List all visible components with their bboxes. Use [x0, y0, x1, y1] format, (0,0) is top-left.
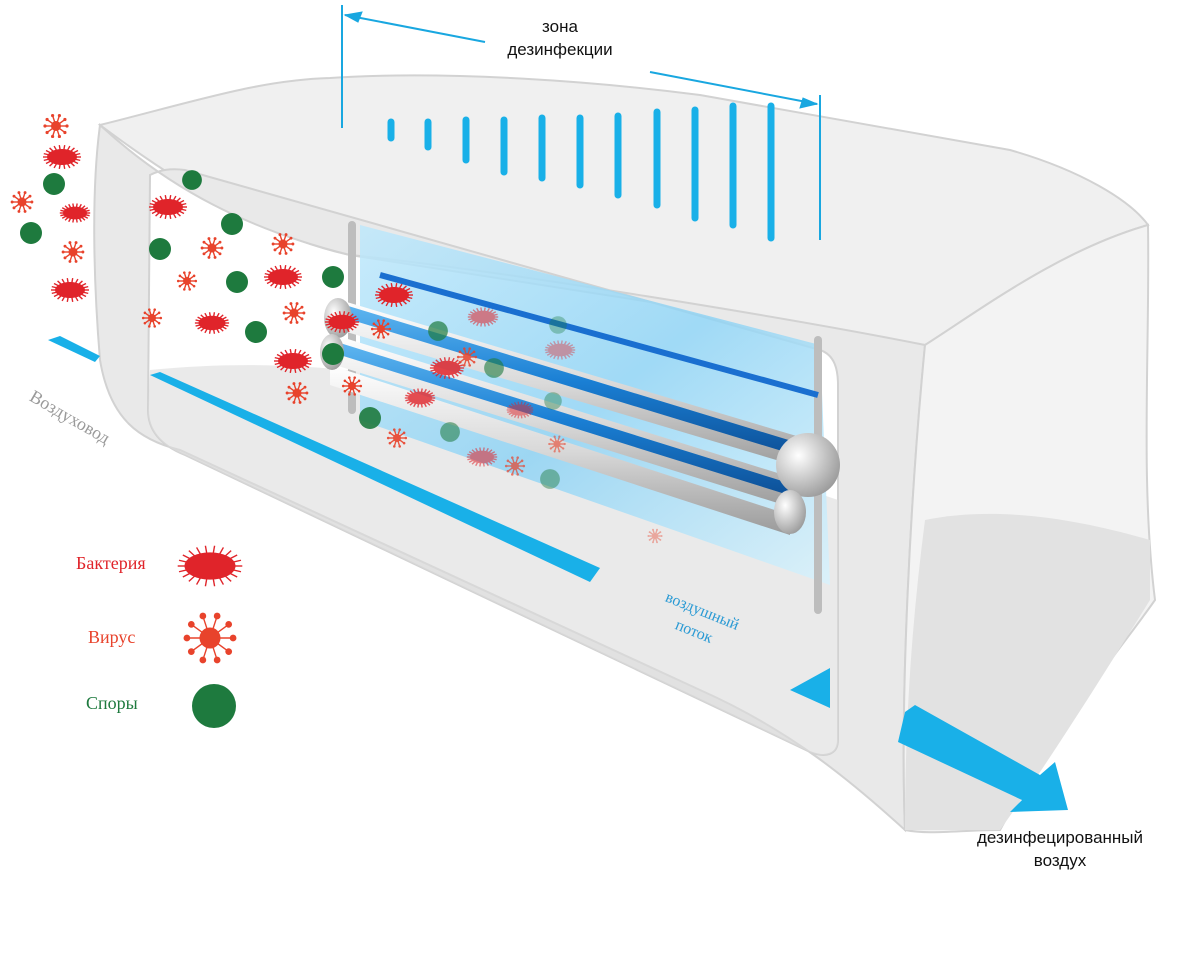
spore-icon [359, 407, 381, 429]
virus-icon [10, 191, 34, 213]
spore-icon [182, 170, 202, 190]
outlet-arrow [898, 705, 1068, 812]
spore-icon [43, 173, 65, 195]
bacterium-icon [43, 144, 81, 170]
spore-icon [149, 238, 171, 260]
uv-light-bars [387, 102, 775, 242]
spore-icon [20, 222, 42, 244]
output-label: дезинфецированный воздух [950, 827, 1170, 873]
legend-spore-label: Споры [86, 693, 138, 713]
uv-lamp-tube-2 [340, 343, 795, 497]
virus-icon [43, 113, 69, 139]
bacterium-icon [149, 194, 187, 220]
spore-icon [540, 469, 560, 489]
bacterium-icon [274, 348, 312, 374]
zone-label-line2: дезинфекции [507, 39, 613, 59]
bacterium-icon [375, 282, 413, 308]
bacterium-icon [177, 545, 243, 587]
virus-icon [647, 528, 663, 544]
virus-icon [456, 347, 478, 367]
spore-icon [245, 321, 267, 343]
spore-icon [192, 684, 236, 728]
legend-virus-label: Вирус [88, 627, 136, 647]
spore-icon [549, 316, 567, 334]
virus-icon [386, 428, 408, 448]
inner-arrowhead [790, 668, 830, 708]
spore-icon [440, 422, 460, 442]
spore-icon [322, 343, 344, 365]
virus-icon [548, 435, 566, 453]
bacterium-icon [429, 357, 465, 379]
bacterium-icon [506, 401, 534, 419]
virus-icon [285, 382, 309, 404]
bacterium-icon [544, 340, 576, 360]
zone-label-line1: зона [542, 17, 578, 36]
uv-lamp-tube-1 [345, 305, 805, 458]
bacterium-icon [59, 203, 91, 223]
microbes [10, 113, 663, 544]
bacterium-icon [404, 388, 436, 408]
virus-icon [504, 456, 526, 476]
virus-icon [141, 308, 163, 328]
virus-icon [341, 376, 363, 396]
virus-icon [271, 233, 295, 255]
disinfection-zone-label: зона дезинфекции [480, 16, 640, 62]
virus-icon [370, 319, 392, 339]
virus-icon [176, 271, 198, 291]
virus-icon [282, 302, 306, 324]
virus-icon [183, 612, 237, 664]
bacterium-icon [51, 277, 89, 303]
legend-bacterium-label: Бактерия [76, 553, 146, 573]
bacterium-icon [324, 311, 360, 333]
output-label-line1: дезинфецированный [976, 828, 1144, 847]
bacterium-icon [194, 312, 230, 334]
spore-icon [428, 321, 448, 341]
spore-icon [322, 266, 344, 288]
legend [177, 545, 243, 728]
spore-icon [484, 358, 504, 378]
spore-icon [221, 213, 243, 235]
disinfection-zone-marker [341, 5, 821, 240]
spore-icon [544, 392, 562, 410]
bacterium-icon [466, 447, 498, 467]
floor-arrow-strip [150, 372, 600, 582]
airflow-arrows [48, 336, 1068, 812]
bacterium-icon [264, 264, 302, 290]
virus-icon [61, 241, 85, 263]
inlet-arrow-strip [48, 336, 100, 362]
bacterium-icon [467, 307, 499, 327]
virus-icon [200, 237, 224, 259]
spore-icon [226, 271, 248, 293]
output-label-line2: воздух [1033, 850, 1087, 870]
